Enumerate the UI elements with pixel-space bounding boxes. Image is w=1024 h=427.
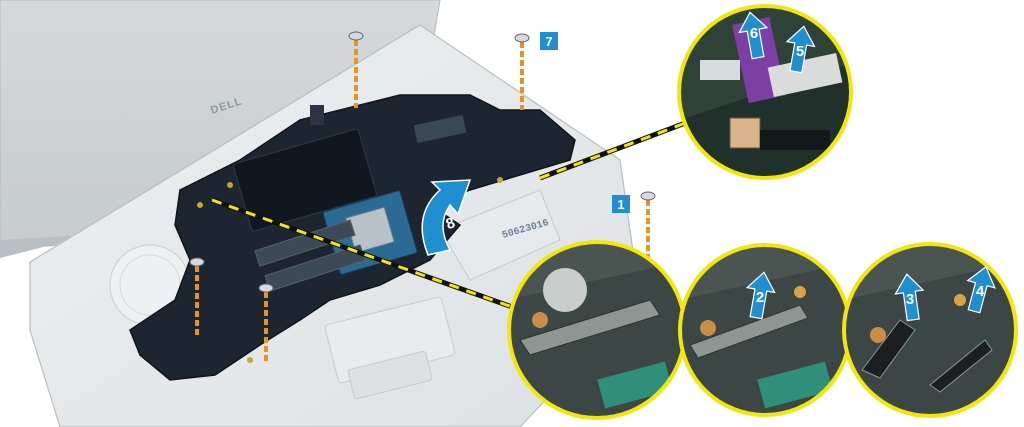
svg-text:2: 2 (756, 289, 764, 306)
screw-icon (258, 283, 274, 293)
up-arrow-icon: 4 (966, 265, 996, 314)
svg-text:5: 5 (796, 43, 804, 60)
callout-circle-bracket-screw (507, 240, 687, 420)
screw-icon (348, 31, 364, 41)
screw-bottom-center (258, 283, 274, 362)
callout-leader-lines (211, 119, 689, 311)
callout-circle-bracket-remove: 3 4 (842, 242, 1018, 418)
motherboard (129, 94, 576, 381)
svg-text:3: 3 (906, 291, 914, 308)
screw-top-right (514, 33, 530, 110)
callout-circle-bracket-lift: 2 (678, 243, 852, 417)
svg-text:6: 6 (750, 25, 758, 42)
svg-text:7: 7 (545, 34, 552, 49)
svg-text:4: 4 (976, 283, 985, 300)
up-arrow-icon: 5 (785, 25, 816, 74)
screw-icon (514, 33, 530, 43)
callout-circle-cable: 6 5 (677, 4, 853, 180)
up-arrow-icon: 3 (894, 273, 925, 322)
svg-text:1: 1 (617, 197, 624, 212)
up-arrow-icon: 2 (745, 271, 776, 320)
screw-bottom-left (189, 257, 205, 336)
screw-icon (640, 191, 656, 201)
screw-icon (189, 257, 205, 267)
screw-top-left (348, 31, 364, 108)
step-badge-1: 1 (612, 195, 630, 213)
up-arrow-icon: 6 (738, 11, 769, 60)
step-badge-7: 7 (540, 32, 558, 50)
